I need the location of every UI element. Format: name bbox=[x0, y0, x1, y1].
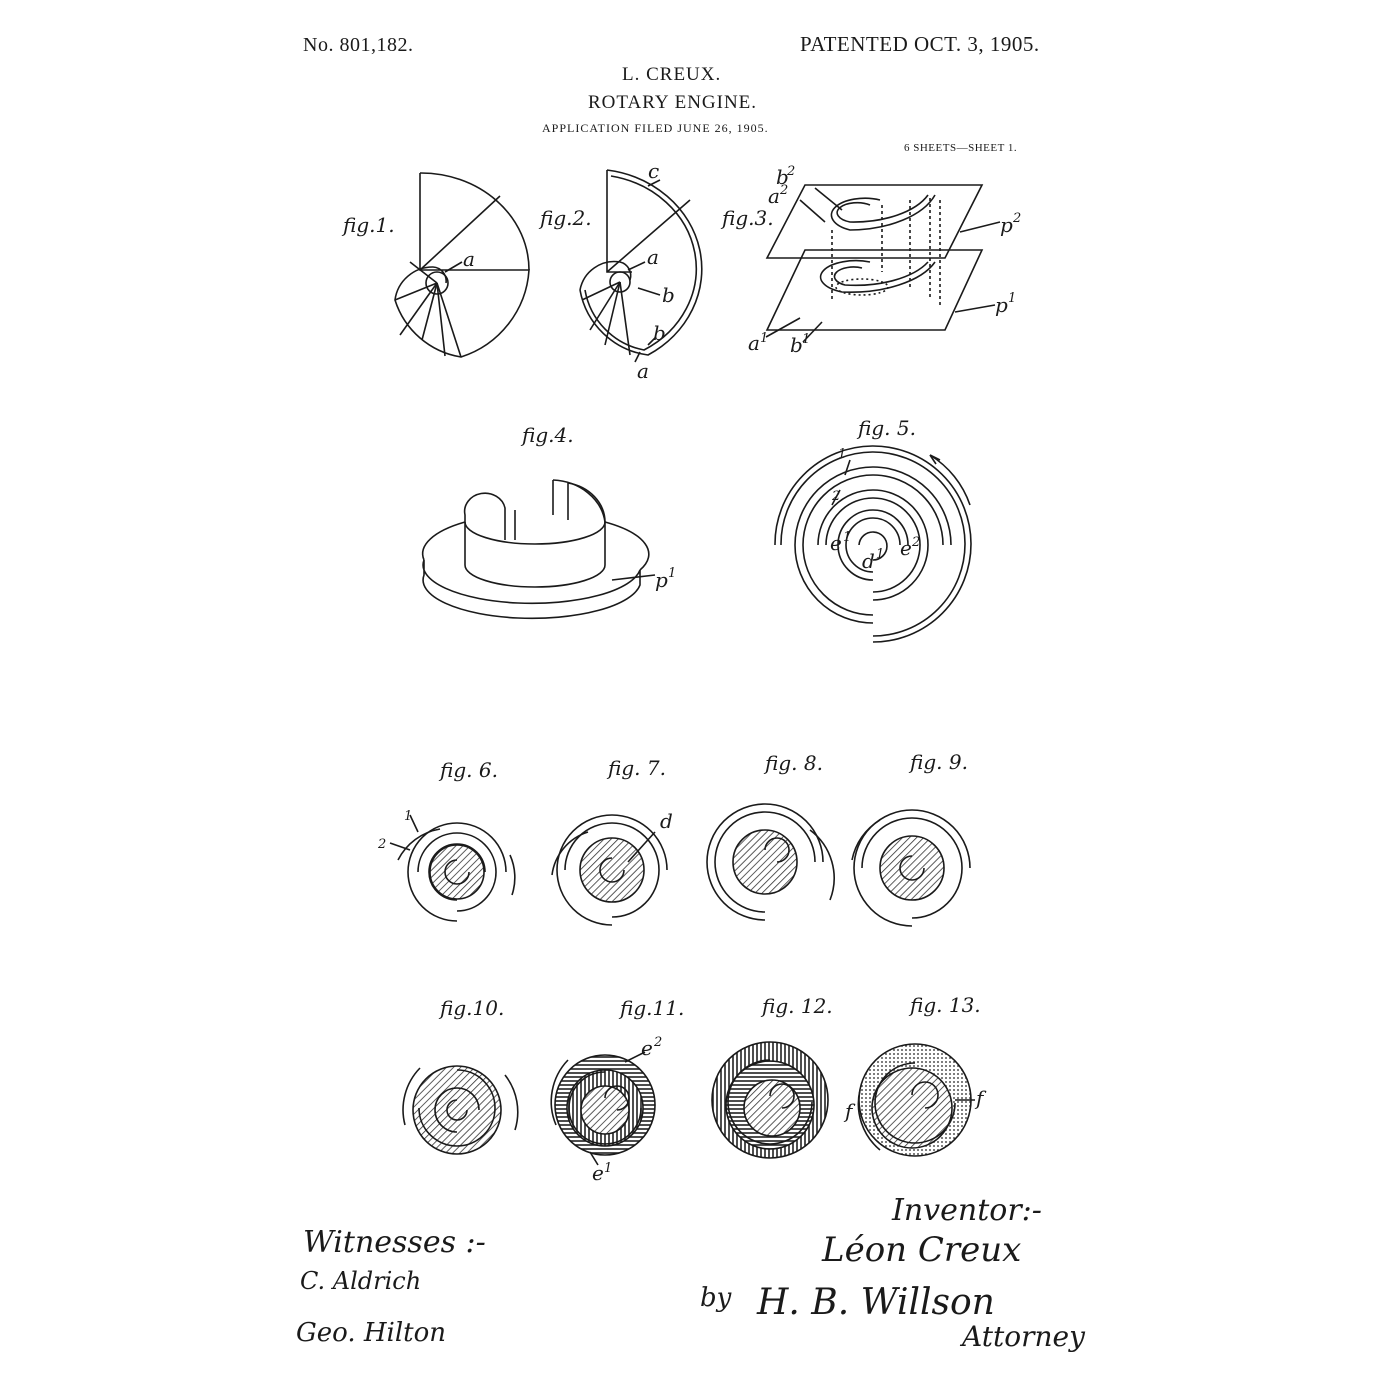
fig-11-drawing bbox=[550, 1051, 656, 1166]
fig-5-drawing bbox=[774, 445, 972, 643]
fig-4-drawing bbox=[421, 479, 656, 620]
ref-a-fig3: a bbox=[768, 184, 780, 208]
fig-6-label: fig. 6. bbox=[438, 758, 498, 782]
inventor-signature: Léon Creux bbox=[822, 1230, 1022, 1270]
fig-12-drawing bbox=[711, 1041, 829, 1159]
sheet-count: 6 SHEETS—SHEET 1. bbox=[904, 142, 1018, 154]
fig-12-label: fig. 12. bbox=[760, 994, 833, 1018]
fig-7-drawing bbox=[551, 814, 668, 926]
patent-title: ROTARY ENGINE. bbox=[588, 92, 758, 113]
ref-sup2-b: 2 bbox=[786, 164, 795, 179]
ref-d-fig7: d bbox=[660, 809, 673, 833]
patent-date: PATENTED OCT. 3, 1905. bbox=[800, 32, 1040, 56]
ref-b2-fig2: b bbox=[653, 321, 666, 345]
ref-f-fig13-right: f bbox=[974, 1086, 987, 1110]
ref-b-fig2: b bbox=[662, 283, 675, 307]
ref-e1-fig5: e bbox=[830, 531, 842, 555]
fig-10-drawing bbox=[402, 1065, 519, 1155]
attorney-signature: H. B. Willson bbox=[757, 1282, 995, 1323]
witness-2-signature: Geo. Hilton bbox=[296, 1318, 447, 1348]
ref-sup1-a: 1 bbox=[760, 331, 768, 346]
fig-10-label: fig.10. bbox=[438, 996, 504, 1020]
ref-sup2-e11: 2 bbox=[653, 1035, 662, 1050]
by-label: by bbox=[700, 1283, 732, 1313]
fig-3-label: fig.3. bbox=[720, 206, 774, 230]
fig-4-label: fig.4. bbox=[520, 423, 574, 447]
fig-5-label: fig. 5. bbox=[856, 416, 916, 440]
fig-1-label: fig.1. bbox=[341, 213, 395, 237]
fig-8-label: fig. 8. bbox=[763, 751, 823, 775]
fig-13-drawing bbox=[857, 1043, 975, 1157]
ref-a-fig2: a bbox=[647, 245, 659, 269]
fig-3-drawing bbox=[765, 184, 1001, 343]
ref-b-fig3: b bbox=[776, 165, 789, 189]
fig-9-label: fig. 9. bbox=[908, 750, 968, 774]
application-filed: APPLICATION FILED JUNE 26, 1905. bbox=[542, 121, 769, 135]
ref-a-fig1: a bbox=[463, 247, 475, 271]
witnesses-label: Witnesses :- bbox=[303, 1225, 486, 1260]
ref-2-fig6: 2 bbox=[377, 837, 386, 852]
ref-a1-fig3: a bbox=[748, 331, 760, 355]
ref-p2-fig3: p bbox=[1000, 213, 1013, 237]
inventor-name: L. CREUX. bbox=[622, 64, 722, 85]
ref-sup1-p: 1 bbox=[1008, 291, 1016, 306]
ref-sup1-p4: 1 bbox=[668, 566, 676, 581]
ref-f-fig13-left: f bbox=[843, 1099, 856, 1123]
fig-7-label: fig. 7. bbox=[606, 756, 666, 780]
fig-8-drawing bbox=[706, 803, 835, 921]
attorney-label: Attorney bbox=[962, 1320, 1085, 1353]
ref-e2-fig5: e bbox=[900, 536, 912, 560]
fig-11-label: fig.11. bbox=[618, 996, 684, 1020]
fig-13-label: fig. 13. bbox=[908, 993, 981, 1017]
ref-e1-fig11: e bbox=[592, 1161, 604, 1185]
witness-1-signature: C. Aldrich bbox=[300, 1267, 422, 1295]
ref-2-fig5: 2 bbox=[831, 489, 840, 504]
fig-1-drawing bbox=[394, 172, 530, 358]
fig-6-drawing bbox=[389, 814, 516, 922]
ref-sup2-a: 2 bbox=[779, 183, 788, 198]
ref-d1-fig5: d bbox=[862, 549, 875, 573]
ref-sup1-d5: 1 bbox=[876, 547, 884, 562]
ref-b1-fig3: b bbox=[790, 333, 803, 357]
fig-2-drawing bbox=[579, 169, 703, 363]
ref-sup1-e5: 1 bbox=[843, 530, 851, 545]
ref-p1-fig3: p bbox=[995, 293, 1008, 317]
ref-p1-fig4: p bbox=[655, 568, 668, 592]
fig-9-drawing bbox=[851, 809, 971, 927]
ref-1-fig5: 1 bbox=[838, 447, 846, 462]
ref-sup1-b: 1 bbox=[802, 332, 810, 347]
ref-1-fig6: 1 bbox=[404, 809, 412, 824]
ref-sup1-e11: 1 bbox=[604, 1161, 612, 1176]
ref-a2-fig2: a bbox=[637, 359, 649, 383]
patent-number: No. 801,182. bbox=[303, 34, 414, 56]
ref-e2-fig11: e bbox=[641, 1036, 653, 1060]
ref-c-fig2: c bbox=[648, 159, 659, 183]
ref-sup2-e5: 2 bbox=[911, 535, 920, 550]
ref-sup2-p: 2 bbox=[1012, 211, 1021, 226]
inventor-label: Inventor:- bbox=[892, 1193, 1042, 1228]
fig-2-label: fig.2. bbox=[538, 206, 592, 230]
